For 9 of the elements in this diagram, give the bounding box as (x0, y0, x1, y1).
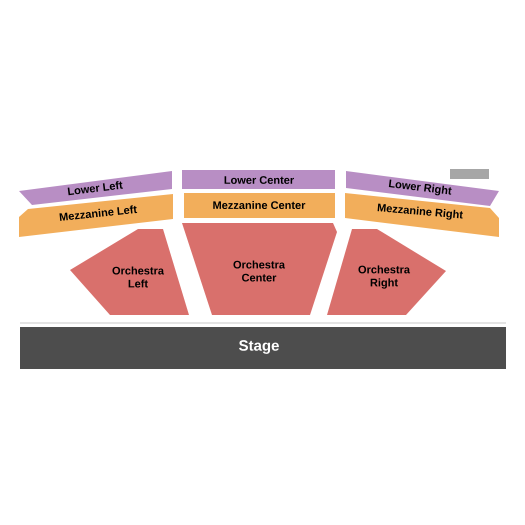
stage-block: Stage (20, 327, 506, 369)
seating-section: Orchestra Right (327, 229, 446, 315)
seating-section: Mezzanine Left (19, 194, 173, 237)
seating-section: Orchestra Center (182, 223, 337, 315)
seat-block (450, 169, 489, 179)
seating-section: Mezzanine Center (184, 193, 335, 218)
seating-section: Lower Center (182, 170, 335, 189)
seating-section: Orchestra Left (70, 229, 189, 315)
seating-section: Lower Left (19, 171, 172, 205)
